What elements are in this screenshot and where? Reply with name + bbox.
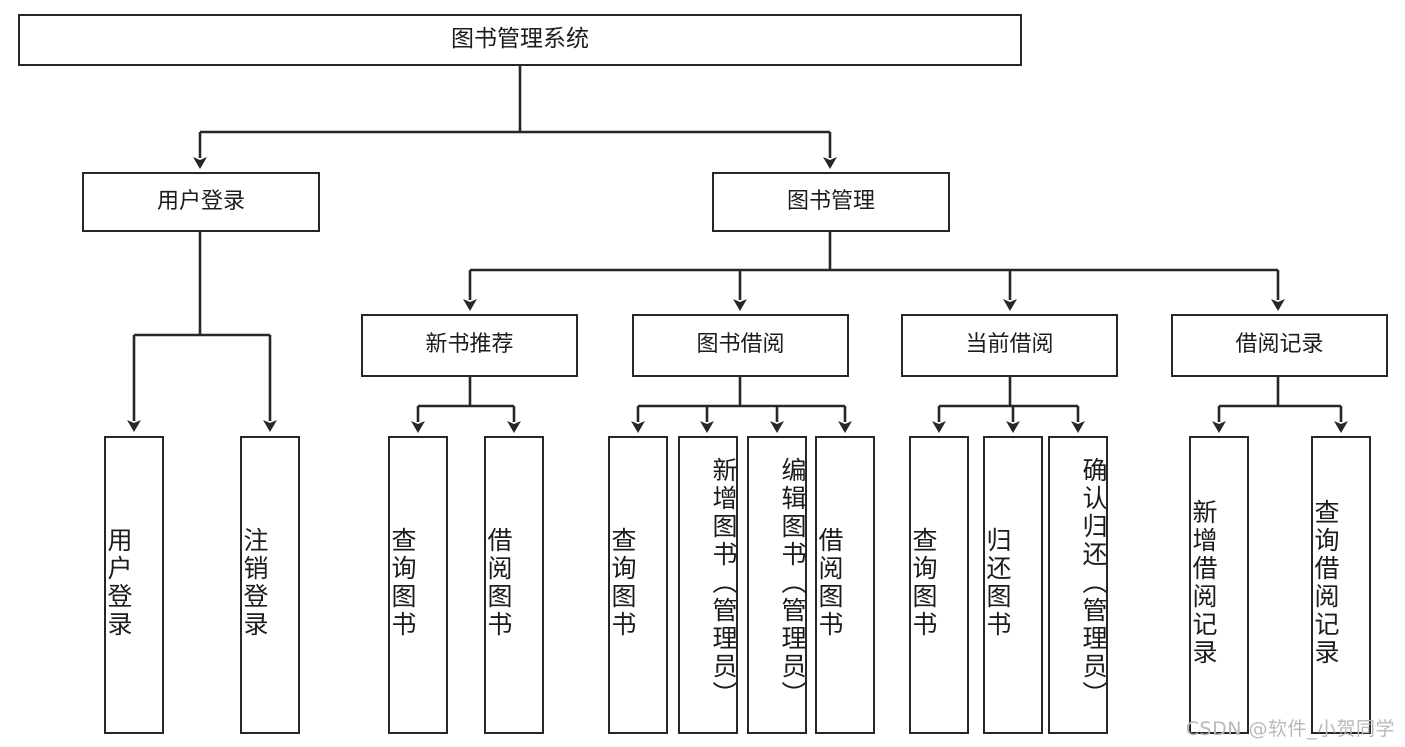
node-leaf-confirm-return-label: 确认归还（管理员）: [1079, 457, 1108, 709]
node-user-login-label: 用户登录: [156, 188, 245, 214]
node-leaf-query-book-2-label: 查询图书: [608, 527, 637, 639]
node-new-book-recommend[interactable]: 新书推荐: [361, 314, 578, 377]
node-leaf-borrow-book-2-label: 借阅图书: [815, 527, 844, 639]
watermark: CSDN @软件_小贺同学: [1185, 718, 1395, 740]
node-leaf-add-book[interactable]: 新增图书（管理员）: [678, 436, 738, 734]
node-leaf-query-book-2[interactable]: 查询图书: [608, 436, 668, 734]
node-leaf-add-record-label: 新增借阅记录: [1189, 499, 1218, 667]
node-book-manage-label: 图书管理: [786, 188, 875, 214]
node-leaf-edit-book-label: 编辑图书（管理员）: [778, 457, 807, 709]
node-borrow-record[interactable]: 借阅记录: [1171, 314, 1388, 377]
node-leaf-query-book-3-label: 查询图书: [909, 527, 938, 639]
node-user-login[interactable]: 用户登录: [82, 172, 320, 232]
node-leaf-query-book-1-label: 查询图书: [388, 527, 417, 639]
node-borrow-record-label: 借阅记录: [1235, 332, 1324, 358]
node-leaf-query-book-1[interactable]: 查询图书: [388, 436, 448, 734]
node-current-borrow[interactable]: 当前借阅: [901, 314, 1118, 377]
node-leaf-query-record-label: 查询借阅记录: [1311, 499, 1340, 667]
node-leaf-edit-book[interactable]: 编辑图书（管理员）: [747, 436, 807, 734]
node-leaf-user-login-label: 用户登录: [104, 527, 133, 639]
node-current-borrow-label: 当前借阅: [965, 332, 1054, 358]
node-leaf-query-book-3[interactable]: 查询图书: [909, 436, 969, 734]
node-leaf-return-book-label: 归还图书: [983, 527, 1012, 639]
node-leaf-query-record[interactable]: 查询借阅记录: [1311, 436, 1371, 734]
node-book-manage[interactable]: 图书管理: [712, 172, 950, 232]
node-root[interactable]: 图书管理系统: [18, 14, 1022, 66]
node-new-book-recommend-label: 新书推荐: [425, 332, 514, 358]
node-book-borrow-label: 图书借阅: [696, 332, 785, 358]
node-root-label: 图书管理系统: [451, 26, 589, 53]
node-leaf-borrow-book-1[interactable]: 借阅图书: [484, 436, 544, 734]
node-book-borrow[interactable]: 图书借阅: [632, 314, 849, 377]
node-leaf-logout[interactable]: 注销登录: [240, 436, 300, 734]
node-leaf-logout-label: 注销登录: [240, 527, 269, 639]
node-leaf-borrow-book-2[interactable]: 借阅图书: [815, 436, 875, 734]
node-leaf-user-login[interactable]: 用户登录: [104, 436, 164, 734]
node-leaf-add-record[interactable]: 新增借阅记录: [1189, 436, 1249, 734]
node-leaf-borrow-book-1-label: 借阅图书: [484, 527, 513, 639]
node-leaf-add-book-label: 新增图书（管理员）: [709, 457, 738, 709]
node-leaf-return-book[interactable]: 归还图书: [983, 436, 1043, 734]
node-leaf-confirm-return[interactable]: 确认归还（管理员）: [1048, 436, 1108, 734]
